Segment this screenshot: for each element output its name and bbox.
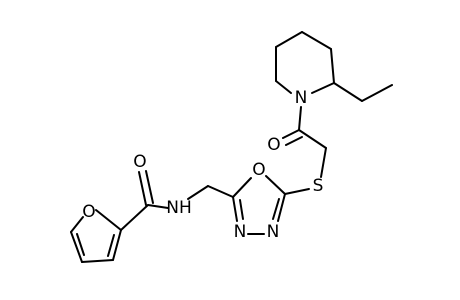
bond-furan-o-c2 [95, 209, 122, 231]
bond-ketone-n [298, 106, 302, 131]
atom-amide-carbonyl-oxygen: O [133, 152, 146, 172]
bond-oxd-n-c5 [232, 196, 238, 222]
bond-ketone-co-a [282, 129, 300, 139]
atom-oxadiazole-n-right: N [267, 222, 280, 242]
bond-amide-c-n [147, 204, 169, 209]
bond-oxd-c5-o [232, 177, 252, 198]
bond-ethyl-2 [361, 84, 393, 102]
bond-furan-c4-c5 [70, 231, 83, 263]
bond-pip-c6-n [275, 80, 292, 94]
atom-ketone-oxygen: O [267, 135, 280, 155]
atom-thioether-sulfur: S [313, 176, 324, 196]
bond-furan-c4-c5-inner [76, 233, 85, 256]
bond-amide-co-b [145, 170, 154, 204]
bond-ch2-ketone-c [298, 129, 327, 149]
bond-pip-c4-c5 [275, 31, 303, 48]
bond-furan-c2-c3-inner [107, 234, 115, 257]
atom-piperidine-nitrogen: N [295, 88, 308, 108]
bond-oxd-s [284, 188, 310, 195]
bond-oxd-c2-n-inner [272, 198, 280, 220]
atom-oxadiazole-n-left: N [234, 222, 247, 242]
bond-furan-c3-c4 [81, 259, 114, 263]
bond-pip-c3-c4 [301, 31, 332, 50]
bond-furan-c2-c3 [112, 229, 122, 261]
bond-oxd-o-c2 [265, 175, 286, 195]
atom-oxadiazole-oxygen: O [252, 160, 265, 180]
atom-furan-oxygen: O [82, 202, 95, 222]
bond-pip-n-c2 [311, 82, 335, 94]
bond-ch2-oxadiazole [207, 185, 234, 198]
bond-s-ch2 [320, 147, 327, 178]
atom-amide-nh: NH [166, 198, 192, 218]
bond-amide-co-a [138, 171, 147, 206]
bond-oxd-n-c5-inner [239, 199, 244, 220]
bond-ketone-co-b [285, 136, 303, 146]
bond-ethyl-1 [333, 82, 363, 102]
bond-furan-c5-o [70, 216, 84, 233]
bond-nh-ch2 [187, 185, 209, 200]
bond-furan-amide-c [120, 204, 149, 231]
bond-oxd-c2-n [277, 193, 286, 222]
bond-pip-c2-c3 [330, 48, 335, 84]
